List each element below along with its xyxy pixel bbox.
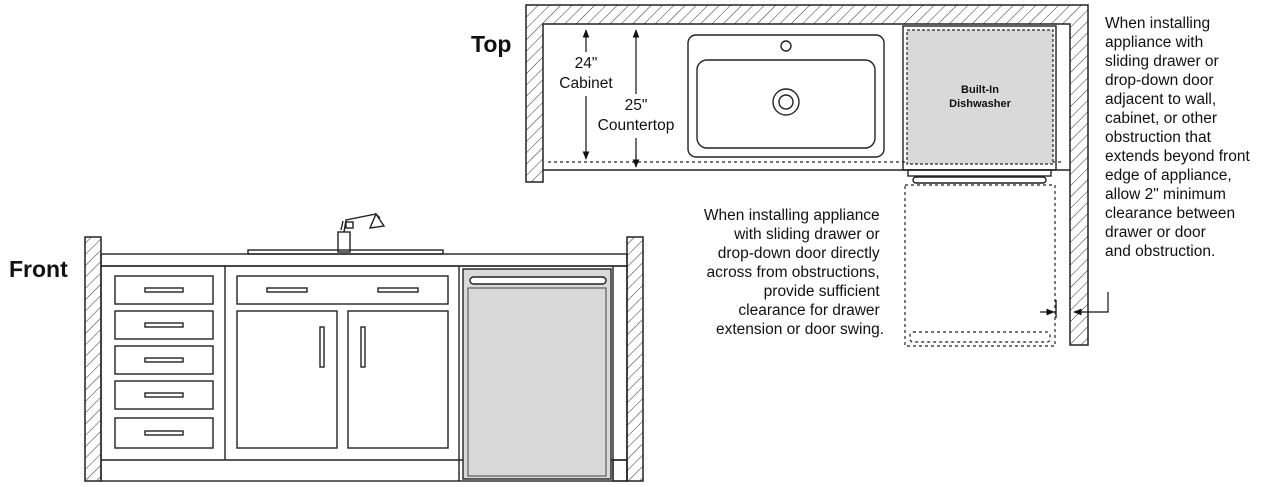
door-swing-clearance-area bbox=[904, 184, 1056, 347]
clearance-arrow-right bbox=[1073, 292, 1109, 316]
drawer-handle bbox=[144, 430, 184, 436]
note-across-obstruction: When installing appliance with sliding d… bbox=[704, 207, 884, 338]
dishwasher-label-line-1: Built-In bbox=[961, 84, 999, 96]
cabinet-door-right bbox=[347, 310, 449, 449]
front-view-heading: Front bbox=[9, 256, 68, 282]
dishwasher-handle bbox=[469, 276, 607, 285]
dishwasher-label-line-2: Dishwasher bbox=[949, 98, 1011, 110]
cabinet-depth-value: 24" bbox=[575, 55, 598, 72]
door-handle-left bbox=[319, 326, 325, 368]
cabinet-door-left bbox=[236, 310, 338, 449]
drawer bbox=[114, 275, 214, 305]
false-drawer-front bbox=[236, 275, 449, 305]
drawer-handle bbox=[144, 322, 184, 328]
drawer bbox=[114, 417, 214, 449]
drawer-handle bbox=[144, 392, 184, 398]
sink-drain-inner bbox=[778, 94, 794, 110]
toe-kick-panel bbox=[612, 459, 628, 482]
top-view-heading: Top bbox=[471, 31, 511, 57]
sink-basin-outer bbox=[687, 34, 885, 158]
dishwasher-front-panel-inner bbox=[467, 287, 607, 477]
sink-drain-icon bbox=[772, 88, 800, 116]
drawer bbox=[114, 345, 214, 375]
front-right-wall bbox=[626, 236, 644, 482]
faucet-icon bbox=[337, 212, 386, 253]
drawer-handle bbox=[144, 357, 184, 363]
front-cabinet-body bbox=[100, 265, 628, 482]
dishwasher-top-body bbox=[906, 29, 1054, 165]
extended-drawer-outline bbox=[909, 331, 1051, 343]
sink-rim-front bbox=[247, 249, 444, 255]
dishwasher-front-panel bbox=[462, 268, 612, 480]
front-countertop bbox=[100, 253, 628, 267]
dishwasher-front bbox=[462, 268, 612, 480]
drawer bbox=[114, 380, 214, 410]
drawer-stack bbox=[114, 275, 214, 449]
drawer-handle bbox=[266, 287, 308, 293]
sink-base-cabinet bbox=[236, 275, 449, 449]
countertop-depth-label: Countertop bbox=[598, 117, 675, 134]
dishwasher-door-front bbox=[907, 169, 1052, 177]
drawer-handle bbox=[377, 287, 419, 293]
faucet-hole bbox=[780, 40, 792, 52]
sink-basin-inner bbox=[696, 59, 876, 149]
top-view-back-wall bbox=[525, 4, 1089, 346]
front-left-wall bbox=[84, 236, 102, 482]
drawer bbox=[114, 310, 214, 340]
dishwasher-handle-top bbox=[912, 176, 1047, 184]
top-view: 24" Cabinet 25" Countertop Built-In Dish… bbox=[471, 4, 1254, 347]
countertop-depth-value: 25" bbox=[625, 97, 648, 114]
cabinet-depth-label: Cabinet bbox=[559, 75, 613, 92]
door-handle-right bbox=[360, 326, 366, 368]
front-view: Front bbox=[9, 212, 644, 482]
drawer-handle bbox=[144, 287, 184, 293]
note-adjacent-obstruction: When installing appliance with sliding d… bbox=[1105, 15, 1254, 260]
